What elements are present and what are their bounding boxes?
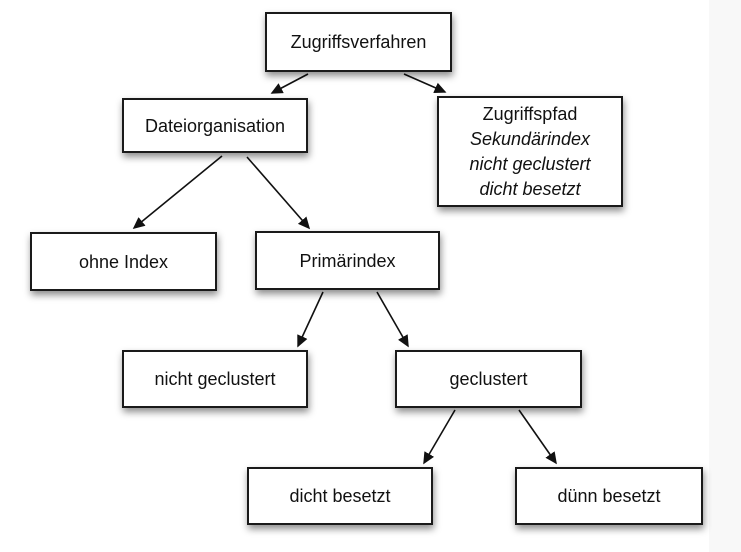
edge-primaerindex-nicht-geclustert [297, 291, 324, 348]
node-nicht-geclustert: nicht geclustert [122, 350, 308, 408]
node-title: Zugriffspfad [482, 103, 578, 124]
node-label: Dateiorganisation [144, 115, 286, 136]
edge-dateiorganisation-primaerindex [246, 156, 311, 230]
edge-geclustert-dicht-besetzt [423, 409, 456, 465]
page-right-margin [709, 0, 741, 552]
node-label: dicht besetzt [289, 486, 391, 506]
node-label: nicht geclustert [154, 369, 276, 389]
node-line-nicht-geclustert: nicht geclustert [469, 153, 591, 174]
edge-dateiorganisation-ohne-index [132, 155, 223, 230]
node-label: ohne Index [78, 251, 169, 272]
edge-primaerindex-geclustert [376, 291, 409, 348]
node-duenn-besetzt: dünn besetzt [515, 467, 703, 525]
node-dicht-besetzt: dicht besetzt [247, 467, 433, 525]
node-zugriffsverfahren: Zugriffsverfahren [265, 12, 452, 72]
node-zugriffspfad: Zugriffspfad Sekundärindex nicht geclust… [437, 96, 623, 207]
edge-geclustert-duenn-besetzt [518, 409, 557, 465]
node-label: geclustert [449, 369, 528, 389]
node-ohne-index: ohne Index [30, 232, 217, 291]
node-line-sekundaerindex: Sekundärindex [469, 128, 591, 149]
node-geclustert: geclustert [395, 350, 582, 408]
node-label: Zugriffsverfahren [290, 32, 427, 52]
edge-zugriffsverfahren-zugriffspfad [403, 73, 447, 93]
node-label: dünn besetzt [557, 486, 661, 506]
node-dateiorganisation: Dateiorganisation [122, 98, 308, 153]
node-line-dicht-besetzt: dicht besetzt [479, 178, 581, 199]
edge-zugriffsverfahren-dateiorganisation [270, 73, 309, 94]
node-label: Primärindex [299, 250, 396, 271]
node-primaerindex: Primärindex [255, 231, 440, 290]
